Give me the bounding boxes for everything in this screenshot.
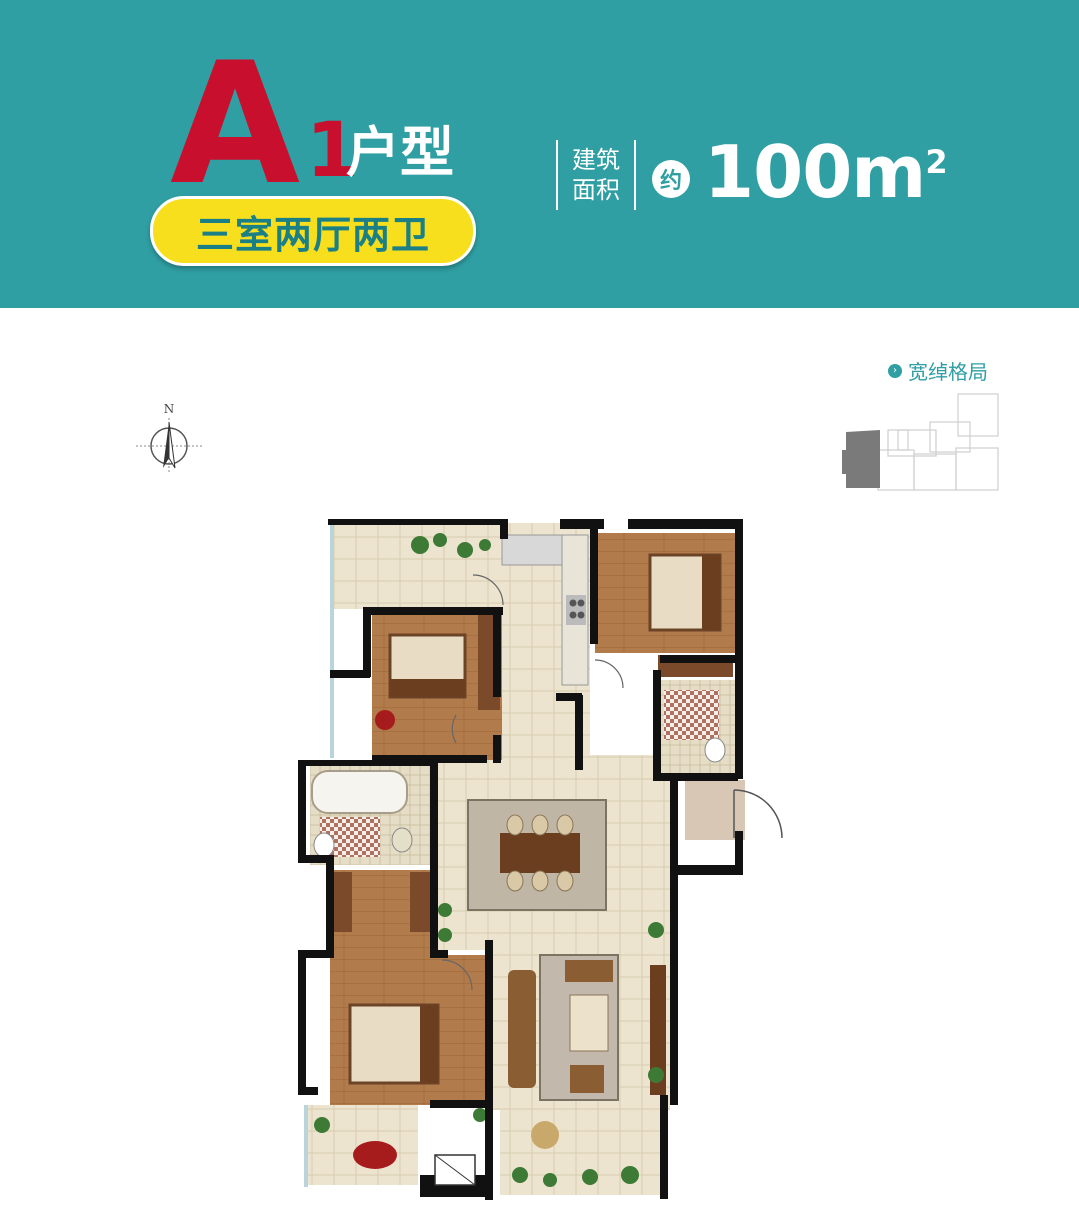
- building-key-plan: [842, 393, 999, 491]
- orientation-label: 宽绰格局: [908, 360, 988, 384]
- area-unit-superscript: 2: [925, 143, 947, 181]
- orientation-tag: › 宽绰格局: [888, 356, 988, 385]
- unit-type-suffix: 户型: [346, 121, 454, 184]
- balcony-table: [353, 1141, 397, 1169]
- chevron-right-icon: ›: [888, 363, 902, 378]
- approx-label: 约: [659, 169, 682, 194]
- unit-type-number: 1: [306, 105, 359, 194]
- compass-icon: N: [136, 402, 202, 472]
- bathtub: [311, 770, 408, 814]
- dining-table: [500, 833, 580, 873]
- header-banner: A 1 户型 三室两厅两卫 建筑 面积 约 100m2: [0, 0, 1079, 308]
- area-number: 100m: [704, 130, 926, 214]
- area-label-box: 建筑 面积: [556, 140, 636, 210]
- floor-plan: [298, 519, 783, 1200]
- area-label-line2: 面积: [572, 176, 620, 204]
- area-label-line1: 建筑: [572, 146, 620, 174]
- unit-type-letter: A: [170, 26, 300, 222]
- layout-description-pill: 三室两厅两卫: [150, 196, 476, 266]
- tv-cabinet: [650, 965, 666, 1095]
- approx-badge: 约: [652, 160, 690, 198]
- sofa: [508, 970, 536, 1088]
- layout-description: 三室两厅两卫: [195, 212, 430, 257]
- compass-north-label: N: [164, 402, 175, 416]
- area-value: 100m2: [704, 136, 948, 208]
- north-balcony: [330, 523, 500, 609]
